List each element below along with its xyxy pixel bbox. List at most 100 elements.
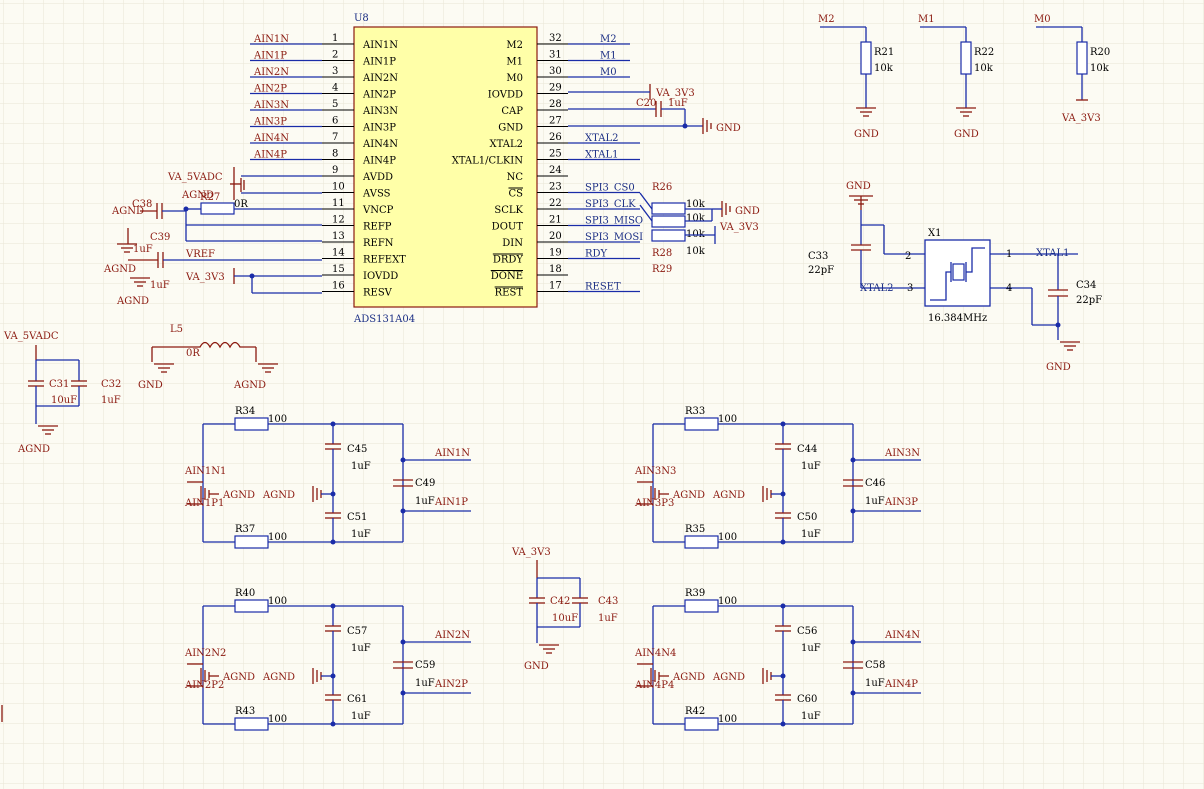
- pin1-label: 1: [1006, 249, 1012, 260]
- gnd-label-c20: GND: [716, 123, 741, 134]
- net-label-ain2n: AIN2N: [253, 67, 289, 78]
- u8-pin-number: 22: [549, 198, 562, 209]
- r27-value: 0R: [234, 199, 248, 210]
- c34-designator: C34: [1076, 280, 1096, 291]
- agnd-label-a: AGND: [181, 190, 214, 201]
- u8-pin-number: 18: [549, 264, 562, 275]
- filter-output-n: AIN2N: [434, 630, 470, 641]
- x1-value: 16.384MHz: [928, 313, 987, 324]
- filter-resistor-bottom-designator: R43: [235, 706, 255, 717]
- net-label-ain4n: AIN4N: [253, 133, 289, 144]
- x1-crystal[interactable]: [924, 239, 991, 307]
- net-label-ain3n: AIN3N: [253, 100, 289, 111]
- c39-value: 1uF: [150, 280, 170, 291]
- net-label-ain2p: AIN2P: [253, 84, 287, 95]
- u8-pin-name: AIN3N: [362, 106, 398, 117]
- iovdd-bulk-caps: VA_3V3 C42 10uF C43 1uF GND: [511, 547, 618, 672]
- filter-cap-top-designator: C57: [347, 626, 367, 637]
- r27-designator: R27: [200, 192, 220, 203]
- agnd-label: AGND: [262, 490, 295, 501]
- net-label-spi3_clk: SPI3_CLK: [585, 199, 636, 210]
- u8-pin-name: AVDD: [362, 172, 393, 183]
- filter-resistor-top[interactable]: [234, 599, 269, 613]
- r-miso-resistor[interactable]: [651, 229, 686, 242]
- c33-value: 22pF: [808, 265, 834, 276]
- filter-input-n: AIN4N4: [634, 648, 676, 659]
- u8-pin-name: CS: [508, 189, 523, 200]
- c38-value: 1uF: [133, 244, 153, 255]
- u8-pin-number: 14: [332, 248, 345, 259]
- u8-pin-number: 1: [332, 33, 338, 44]
- u8-pin-number: 4: [332, 83, 338, 94]
- mode-pullup-resistor[interactable]: [960, 41, 972, 75]
- filter-resistor-top[interactable]: [684, 599, 719, 613]
- gnd-label: GND: [954, 129, 979, 140]
- c38-designator: C38: [132, 199, 152, 210]
- pin4-label: 4: [1006, 283, 1012, 294]
- u8-left-pins: 1AIN1NAIN1N2AIN1PAIN1P3AIN2NAIN2N4AIN2PA…: [250, 33, 406, 299]
- u8-pin-number: 30: [549, 66, 562, 77]
- r28-designator: R28: [652, 248, 672, 259]
- u8-pin-name: AIN1N: [362, 40, 398, 51]
- mode-pullup-resistor[interactable]: [1076, 41, 1088, 75]
- filter-resistor-bottom-designator: R37: [235, 524, 255, 535]
- filter-cap-bottom-designator: C61: [347, 694, 367, 705]
- u8-pin-number: 26: [549, 132, 562, 143]
- u8-pin-number: 6: [332, 116, 338, 127]
- r26-resistor[interactable]: [651, 202, 686, 215]
- avdd-decoupling: VA_5VADC AGND R27 0R C38 AGND C39 1uF AG…: [103, 167, 322, 307]
- net-label-m0: M0: [600, 67, 617, 78]
- filter-output-n: AIN1N: [434, 448, 470, 459]
- u8-pin-name: GND: [498, 123, 523, 134]
- filter-resistor-bottom[interactable]: [684, 535, 719, 549]
- filter-resistor-top[interactable]: [234, 417, 269, 431]
- r27-resistor[interactable]: [200, 202, 235, 215]
- filter-resistor-bottom[interactable]: [234, 535, 269, 549]
- mode-pullup-resistor[interactable]: [860, 41, 872, 75]
- u8-pin-name: REFP: [363, 222, 392, 233]
- filter-resistor-bottom[interactable]: [684, 717, 719, 731]
- u8-right-pins: 32M2M231M1M130M0M029IOVDD28CAP27GND26XTA…: [452, 33, 643, 299]
- gnd-label: GND: [854, 129, 879, 140]
- vref-net: VREF: [185, 249, 215, 260]
- filter-resistor-top-designator: R34: [235, 406, 255, 417]
- r-clk-resistor[interactable]: [651, 215, 686, 228]
- x1-designator: X1: [928, 228, 941, 239]
- u8-pin-name: AIN4P: [362, 156, 396, 167]
- mode-resistor-designator: R21: [874, 47, 894, 58]
- c20-designator: C20: [636, 98, 656, 109]
- u8-pin-name: DRDY: [493, 255, 524, 266]
- filter-diff-cap-designator: C58: [865, 660, 885, 671]
- u8-pin-name: REST: [495, 288, 524, 299]
- u8-pin-name: AIN3P: [362, 123, 396, 134]
- filter-resistor-bottom[interactable]: [234, 717, 269, 731]
- agnd-label: AGND: [712, 672, 745, 683]
- u8-pin-name: XTAL2: [490, 139, 523, 150]
- filter-cap-top-value: 1uF: [351, 461, 371, 472]
- agnd-label: AGND: [712, 490, 745, 501]
- u8-ic[interactable]: U8 ADS131A04 1AIN1NAIN1N2AIN1PAIN1P3AIN2…: [250, 13, 643, 325]
- u8-pin-name: IOVDD: [488, 90, 523, 101]
- filter-block-3: R40100R43100C571uFC611uFAGNDAGNDAIN2N2AI…: [184, 588, 471, 731]
- u8-pin-name: REFN: [363, 238, 394, 249]
- filter-diff-cap-value: 1uF: [415, 678, 435, 689]
- u8-pin-name: VNCP: [362, 205, 394, 216]
- mode-resistor-value: 10k: [974, 63, 994, 74]
- agnd-label: AGND: [672, 490, 705, 501]
- filter-resistor-top[interactable]: [684, 417, 719, 431]
- agnd-label-b: AGND: [103, 264, 136, 275]
- filter-resistor-top-designator: R33: [685, 406, 705, 417]
- c32-value: 1uF: [101, 395, 121, 406]
- agnd-label: AGND: [262, 672, 295, 683]
- mode-net-label: M0: [1034, 14, 1051, 25]
- filter-resistor-bottom-designator: R42: [685, 706, 705, 717]
- filter-input-n: AIN2N2: [184, 648, 226, 659]
- net-label-ain3p: AIN3P: [253, 117, 287, 128]
- filter-cap-top-designator: C45: [347, 444, 367, 455]
- u8-pin-number: 32: [549, 33, 562, 44]
- c32-designator: C32: [101, 379, 121, 390]
- net-label-ain4p: AIN4P: [253, 150, 287, 161]
- u8-pin-name: SCLK: [494, 205, 523, 216]
- u8-pin-name: XTAL1/CLKIN: [452, 156, 524, 167]
